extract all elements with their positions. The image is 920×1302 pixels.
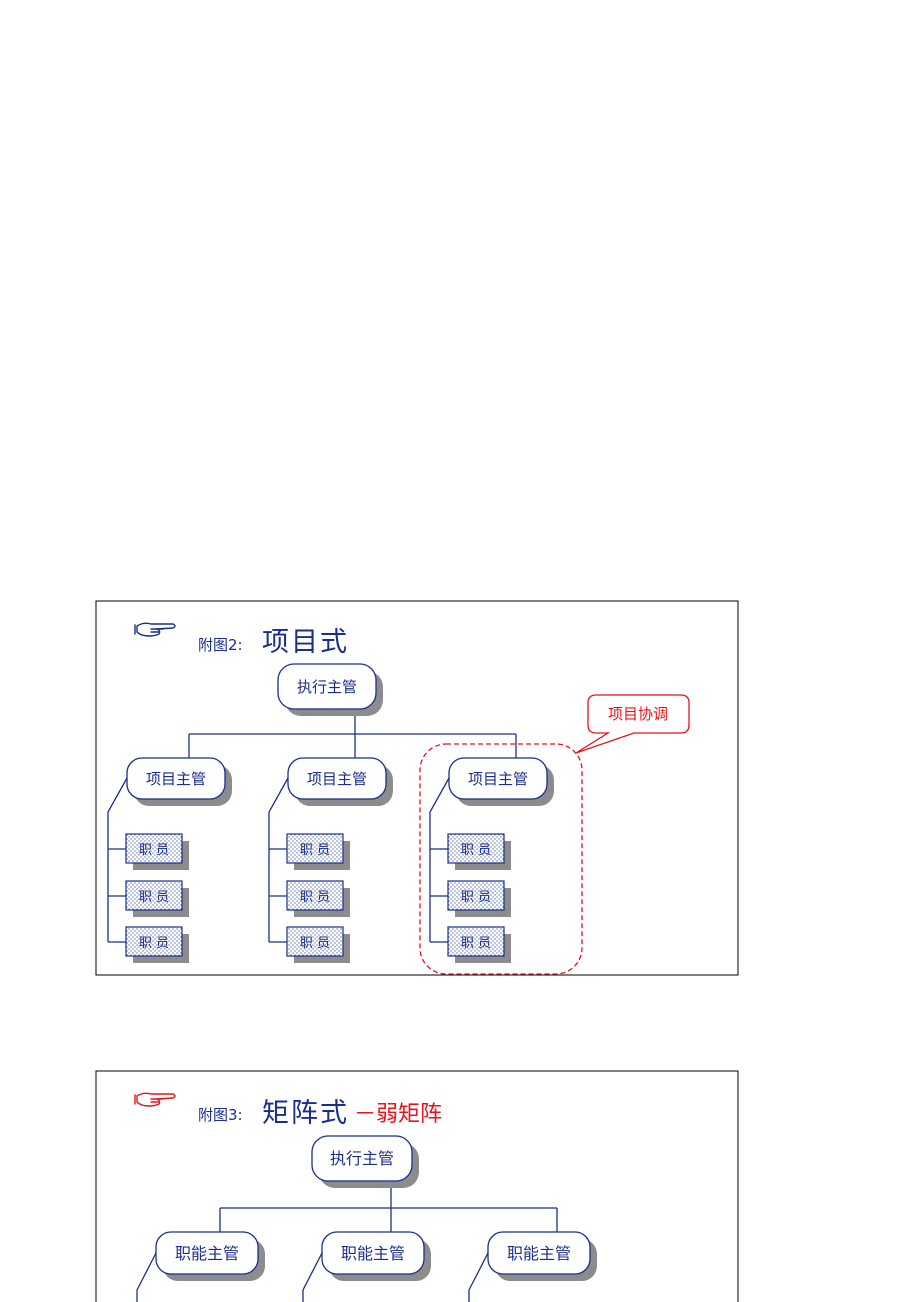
figure-3-connectors bbox=[136, 1182, 558, 1302]
figure-3-manager-label: 职能主管 bbox=[507, 1244, 571, 1263]
callout-label: 项目协调 bbox=[608, 705, 668, 723]
staff-label: 职 员 bbox=[139, 843, 169, 858]
figure-2-manager-label: 项目主管 bbox=[468, 770, 528, 788]
staff-label: 职 员 bbox=[461, 843, 491, 858]
figure-3-manager-node-1: 职能主管 bbox=[155, 1231, 265, 1281]
figure-2-staff-group: 职 员职 员职 员职 员职 员职 员职 员职 员职 员 bbox=[125, 833, 511, 963]
figure-2-manager-node-2: 项目主管 bbox=[287, 757, 393, 806]
figure-2-connectors bbox=[107, 710, 517, 943]
figure-3-executive-node: 执行主管 bbox=[311, 1135, 419, 1188]
figure-2-project-structure: 附图2: 项目式 bbox=[95, 600, 739, 976]
staff-box: 职 员 bbox=[125, 833, 189, 870]
staff-label: 职 员 bbox=[139, 890, 169, 905]
pointing-hand-icon bbox=[134, 622, 176, 637]
staff-box: 职 员 bbox=[447, 833, 511, 870]
staff-box: 职 员 bbox=[286, 833, 350, 870]
staff-box: 职 员 bbox=[125, 880, 189, 917]
figure-2-title: 项目式 bbox=[262, 627, 349, 658]
staff-label: 职 员 bbox=[300, 843, 330, 858]
staff-box: 职 员 bbox=[286, 880, 350, 917]
staff-label: 职 员 bbox=[300, 890, 330, 905]
figure-3-manager-node-2: 职能主管 bbox=[321, 1231, 431, 1281]
staff-box: 职 员 bbox=[125, 926, 189, 963]
coordination-region-outline bbox=[419, 743, 583, 975]
staff-box: 职 员 bbox=[286, 926, 350, 963]
figure-3-manager-node-3: 职能主管 bbox=[487, 1231, 597, 1281]
figure-3-executive-label: 执行主管 bbox=[330, 1149, 394, 1168]
figure-2-executive-node: 执行主管 bbox=[277, 663, 383, 716]
staff-label: 职 员 bbox=[300, 936, 330, 951]
figure-2-manager-label: 项目主管 bbox=[307, 770, 367, 788]
project-coordination-callout: 项目协调 bbox=[575, 694, 690, 754]
figure-2-manager-node-1: 项目主管 bbox=[126, 757, 232, 806]
staff-box: 职 员 bbox=[447, 926, 511, 963]
pointing-hand-icon bbox=[134, 1092, 176, 1107]
staff-label: 职 员 bbox=[461, 890, 491, 905]
figure-2-executive-label: 执行主管 bbox=[297, 678, 357, 696]
figure-2-manager-label: 项目主管 bbox=[146, 770, 206, 788]
figure-3-prefix: 附图3: bbox=[198, 1106, 243, 1124]
staff-box: 职 员 bbox=[447, 880, 511, 917]
figure-3-manager-label: 职能主管 bbox=[341, 1244, 405, 1263]
staff-label: 职 员 bbox=[461, 936, 491, 951]
figure-3-title: 矩阵式 bbox=[262, 1098, 349, 1129]
figure-3-matrix-structure: 附图3: 矩阵式 －弱矩阵 执行主管 职能主管 bbox=[95, 1070, 739, 1302]
figure-2-manager-node-3: 项目主管 bbox=[448, 757, 554, 806]
figure-3-manager-label: 职能主管 bbox=[175, 1244, 239, 1263]
figure-3-title-suffix: －弱矩阵 bbox=[354, 1102, 442, 1127]
staff-label: 职 员 bbox=[139, 936, 169, 951]
figure-2-prefix: 附图2: bbox=[198, 636, 243, 654]
